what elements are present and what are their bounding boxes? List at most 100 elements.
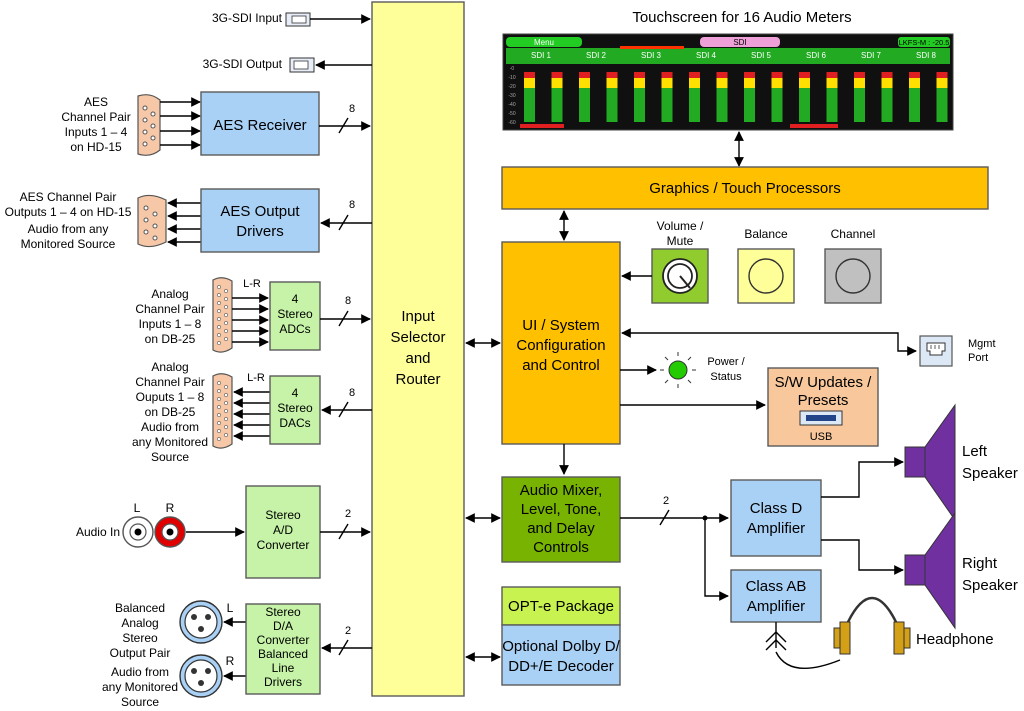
graphics-label: Graphics / Touch Processors [649, 180, 840, 197]
aes-receiver-label: AES Receiver [213, 117, 306, 134]
router-line-1: Input [401, 308, 435, 325]
dolby-line-2: DD+/E Decoder [508, 658, 613, 675]
scale-7: -0 [510, 66, 515, 72]
analog-out-label-1: Analog [151, 360, 188, 374]
class-ab-line-1: Class AB [746, 578, 807, 595]
aes-in-label-1: AES [84, 95, 108, 109]
meter-bars [524, 72, 948, 122]
opte-label: OPT-e Package [508, 598, 614, 615]
sdi-input-label: 3G-SDI Input [212, 11, 283, 25]
left-speaker-line-1: Left [962, 443, 988, 460]
sdi-label: SDI [733, 38, 746, 47]
meter-bar-segment [579, 78, 590, 88]
lr-label-in: L-R [243, 278, 261, 290]
da-line-2: D/A [273, 619, 293, 633]
graphics-processor-block [501, 166, 989, 210]
aes-output-block [200, 188, 320, 253]
lkfs-label: LKFS-M : -20.5 [899, 38, 950, 47]
meter-channel-headers: SDI 1 SDI 2 SDI 3 SDI 4 SDI 5 SDI 6 SDI … [531, 51, 937, 60]
channel-8-label: SDI 8 [916, 51, 937, 60]
meter-bar-segment [881, 88, 893, 122]
meter-bar-segment [771, 78, 783, 88]
right-speaker-line-1: Right [962, 555, 998, 572]
lkfs-readout [898, 37, 950, 47]
analog-in-label-1: Analog [151, 287, 188, 301]
meter-bar-segment [551, 72, 563, 78]
xlr-right-connector-icon [179, 654, 223, 698]
dolby-line-1: Optional Dolby D/ [502, 638, 620, 655]
hd15-connector-icon [137, 94, 161, 156]
meter-scale: -60 -50 -40 -30 -20 -10 -0 [508, 66, 515, 126]
meter-bar-segment [524, 78, 535, 88]
xlr-r-label: R [226, 654, 235, 668]
balanced-label-3: Stereo [122, 631, 158, 645]
headphone-jack-icon [765, 631, 787, 651]
analog-out-label-2: Channel Pair [135, 375, 204, 389]
ui-control-block [501, 241, 621, 445]
dacs-line-2: Stereo [277, 401, 313, 415]
left-speaker-icon [904, 403, 956, 522]
balanced-label-1: Balanced [115, 601, 165, 615]
meter-bar-segment [689, 88, 700, 122]
adcs-line-1: 4 [292, 292, 299, 306]
aes-output-line-2: Drivers [236, 223, 284, 240]
ad-line-1: Stereo [265, 508, 301, 522]
analog-out-label-4: on DB-25 [145, 405, 196, 419]
analog-in-label-2: Channel Pair [135, 302, 204, 316]
touchscreen-title: Touchscreen for 16 Audio Meters [632, 9, 851, 26]
balanced-label-4: Output Pair [110, 646, 171, 660]
aes-output-line-1: AES Output [220, 203, 300, 220]
mixer-line-2: Level, Tone, [521, 501, 602, 518]
aes-out-label-1: AES Channel Pair [20, 190, 117, 204]
ethernet-port-icon [919, 335, 953, 367]
channel-label: Channel [831, 227, 876, 241]
mixer-line-3: and Delay [527, 520, 595, 537]
bus-width-aes-in: 8 [349, 103, 355, 115]
channel-knob-icon [835, 258, 871, 294]
router-line-4: Router [395, 371, 440, 388]
meter-bar-segment [661, 72, 673, 78]
ui-line-3: and Control [522, 357, 600, 374]
mgmt-label-2: Port [968, 352, 988, 364]
aes-out-label-2: Outputs 1 – 4 on HD-15 [5, 205, 132, 219]
xlr-left-connector-icon [179, 600, 223, 644]
meter-bar-segment [524, 72, 535, 78]
class-d-amplifier-block [730, 479, 822, 557]
analog-out-label-5: Audio from [141, 420, 199, 434]
meter-bar-segment [744, 78, 755, 88]
meter-bar-segment [881, 78, 893, 88]
xlr-l-label: L [227, 601, 234, 615]
aes-out-label-4: Monitored Source [21, 237, 116, 251]
aes-receiver-block [200, 91, 320, 156]
meter-bar-segment [634, 78, 645, 88]
aes-in-label-2: Channel Pair [61, 110, 130, 124]
meter-bar-segment [634, 88, 645, 122]
meter-bar-segment [771, 72, 783, 78]
bus-width-dac: 8 [349, 387, 355, 399]
meter-bar-segment [716, 78, 728, 88]
analog-in-label-3: Inputs 1 – 8 [139, 317, 202, 331]
bus-width-da: 2 [345, 625, 351, 637]
db25-connector-icon [212, 373, 233, 449]
meter-bar-segment [936, 72, 948, 78]
channel-1-label: SDI 1 [531, 51, 552, 60]
meter-bar-segment [909, 78, 920, 88]
dolby-decoder-block [501, 624, 621, 686]
channel-2-label: SDI 2 [586, 51, 607, 60]
analog-out-label-3: Ouputs 1 – 8 [136, 390, 205, 404]
da-line-4: Balanced [258, 647, 308, 661]
stereo-dacs-block [269, 375, 321, 445]
hd15-connector-icon [137, 194, 167, 248]
rca-r-label: R [166, 501, 175, 515]
meter-bar-segment [551, 88, 563, 122]
volume-knob-icon [662, 258, 698, 294]
updates-line-2: Presets [798, 392, 849, 409]
scale-5: -20 [508, 84, 515, 90]
sdi-button [700, 37, 780, 47]
balanced-label-7: Source [121, 695, 159, 709]
bus-width-aes-out: 8 [349, 199, 355, 211]
balance-label: Balance [744, 227, 788, 241]
meter-bar-segment [881, 72, 893, 78]
adcs-line-2: Stereo [277, 307, 313, 321]
